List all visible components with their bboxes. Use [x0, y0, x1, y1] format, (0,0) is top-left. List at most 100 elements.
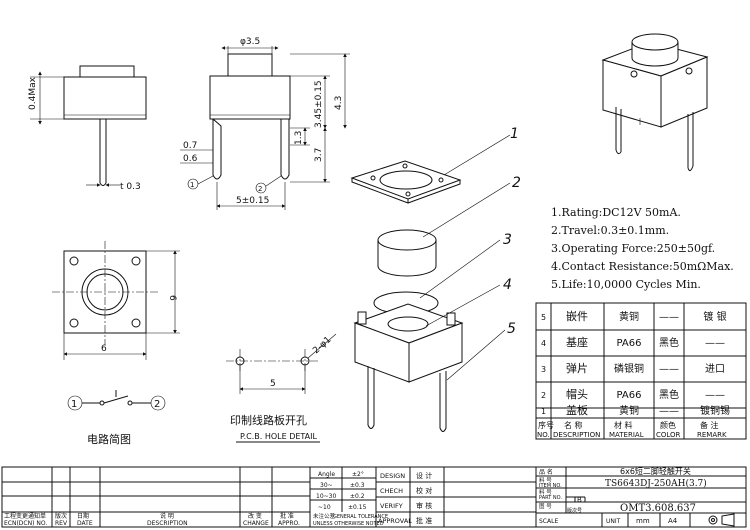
hdr-desc-en: DESCRIPTION — [553, 431, 600, 439]
pcb-hole-detail: 5 2-φ1 印制线路板开孔 P.C.B. HOLE DETAIL — [226, 333, 337, 443]
parts-row-4-remark: —— — [705, 338, 725, 349]
rev-appro-en: APPRO. — [278, 520, 300, 527]
tb-unit: mm — [636, 517, 650, 525]
rev-change-cn: 改 变 — [248, 512, 262, 520]
circuit-diagram: 1 2 电路简图 — [67, 390, 166, 446]
appr-design-en: DESIGN — [380, 472, 405, 480]
rev-appro-cn: 批 准 — [280, 512, 294, 520]
parts-row-2-remark: —— — [705, 390, 725, 401]
dim-dia-3-5: φ3.5 — [240, 37, 260, 47]
projection-symbol-icon — [708, 513, 735, 527]
parts-row-3-desc: 弹片 — [566, 361, 588, 375]
rev-date-cn: 日期 — [77, 512, 89, 520]
tb-part-label2: PART NO. — [539, 495, 562, 501]
dim-hole-dia: 2-φ1 — [311, 335, 333, 356]
callout-4: 4 — [503, 277, 512, 293]
tol-angle-val: ±2° — [352, 471, 364, 478]
spec-1: 1.Rating:DC12V 50mA. — [551, 206, 681, 219]
tb-item: TS6643DJ-250AH(3.7) — [605, 478, 707, 489]
circuit-node-2: 2 — [154, 399, 160, 410]
parts-row-4-no: 4 — [541, 339, 546, 348]
parts-row-3-remark: 进口 — [705, 363, 725, 375]
appr-check-en: CHECH — [380, 487, 403, 495]
appr-approval-en: APPROVAL — [378, 517, 412, 525]
rev-change-en: CHANGE — [243, 520, 269, 527]
parts-row-1-remark: 镀铜锡 — [700, 404, 730, 417]
isometric-view — [601, 33, 709, 172]
appr-approval-cn: 批 准 — [416, 516, 432, 525]
dim-3-45: 3.45±0.15 — [314, 80, 324, 128]
rev-date-en: DATE — [77, 520, 93, 527]
dim-0-7: 0.7 — [183, 141, 197, 151]
tb-ver: B — [577, 496, 582, 504]
dim-height-6: 6 — [167, 295, 177, 301]
parts-row-4-desc: 基座 — [566, 335, 588, 349]
tol-note-cn: 未注公差 — [313, 512, 336, 520]
parts-row-1-material: 黄铜 — [619, 404, 639, 417]
dim-t-0-3: t 0.3 — [120, 182, 141, 192]
front-view: φ3.5 4.3 3.45±0.15 1.3 3.7 0.7 0.6 5±0.1… — [180, 37, 350, 210]
dim-1-3: 1.3 — [294, 131, 304, 145]
tol-angle-label: Angle — [318, 471, 335, 478]
tol-note-en1: GENERAL TOLERANCE — [333, 514, 388, 520]
hdr-no-en: NO. — [537, 431, 550, 439]
tb-size: A4 — [668, 517, 678, 525]
dim-4-3: 4.3 — [334, 96, 344, 110]
tb-part-label1: 料 号 — [539, 488, 552, 496]
parts-row-2-no: 2 — [541, 391, 546, 400]
tb-name-label: 品 名 — [539, 468, 553, 476]
spec-3: 3.Operating Force:250±50gf. — [551, 242, 715, 255]
parts-row-4-color: 黑色 — [659, 336, 679, 349]
parts-row-2-material: PA66 — [617, 390, 642, 401]
circuit-label: 电路简图 — [87, 432, 131, 446]
parts-row-1-no: 1 — [541, 407, 546, 416]
parts-row-5-color: —— — [659, 312, 679, 323]
dim-hole-pitch: 5 — [270, 379, 276, 389]
side-view: 0.4Max t 0.3 — [28, 65, 147, 192]
callout-1: 1 — [510, 126, 519, 142]
hdr-no-cn: 序号 — [538, 420, 554, 430]
dim-3-7: 3.7 — [314, 148, 324, 162]
dim-width-6: 6 — [101, 344, 107, 354]
top-view: 6 6 — [52, 241, 180, 360]
rev-ecn-cn: 工程变更通知单 — [4, 512, 46, 520]
parts-row-5-material: 黄铜 — [619, 310, 639, 323]
callout-2: 2 — [512, 175, 521, 191]
spec-list: 1.Rating:DC12V 50mA. 2.Travel:0.3±0.1mm.… — [551, 206, 734, 291]
tol-range-1: 30~ — [320, 482, 333, 489]
parts-row-2-desc: 帽头 — [566, 388, 588, 401]
hdr-desc-cn: 名 称 — [564, 420, 583, 430]
appr-check-cn: 校 对 — [416, 486, 432, 495]
pcb-label-cn: 印制线路板开孔 — [230, 413, 307, 427]
tb-unit-label: UNIT — [606, 518, 621, 525]
circuit-node-1: 1 — [71, 399, 77, 410]
hdr-mat-en: MATERIAL — [609, 431, 644, 439]
parts-row-5-no: 5 — [541, 313, 546, 322]
appr-design-cn: 设 计 — [416, 471, 432, 480]
exploded-view: 1 2 3 4 5 — [350, 126, 521, 432]
hdr-rem-en: REMARK — [697, 431, 727, 439]
hdr-col-cn: 颜色 — [660, 420, 676, 430]
tb-drawing-label: 图 号 — [539, 502, 552, 510]
appr-verify-cn: 审 核 — [416, 501, 432, 510]
tol-note-en2: UNLESS OTHERWISE NOTED — [313, 521, 384, 527]
parts-row-4-material: PA66 — [617, 338, 642, 349]
callout-5: 5 — [507, 321, 516, 337]
pin-2-label: 2 — [258, 185, 262, 193]
dim-0-4max: 0.4Max — [28, 76, 38, 110]
tol-range-3: ~10 — [318, 504, 331, 511]
tol-range-2: 10~30 — [316, 493, 336, 500]
hdr-col-en: COLOR — [656, 431, 681, 439]
hdr-rem-cn: 备 注 — [700, 420, 719, 430]
tb-item-label1: 料 号 — [539, 476, 552, 484]
spec-2: 2.Travel:0.3±0.1mm. — [551, 224, 669, 237]
parts-row-3-color: —— — [659, 364, 679, 375]
parts-row-2-color: 黑色 — [659, 388, 679, 401]
rev-ecn-en: ECN(DCN) NO. — [4, 520, 47, 527]
dim-0-6: 0.6 — [183, 154, 198, 164]
parts-row-5-desc: 嵌件 — [566, 310, 588, 323]
pcb-label-en: P.C.B. HOLE DETAIL — [240, 432, 318, 441]
tol-val-3: ±0.15 — [348, 504, 367, 511]
